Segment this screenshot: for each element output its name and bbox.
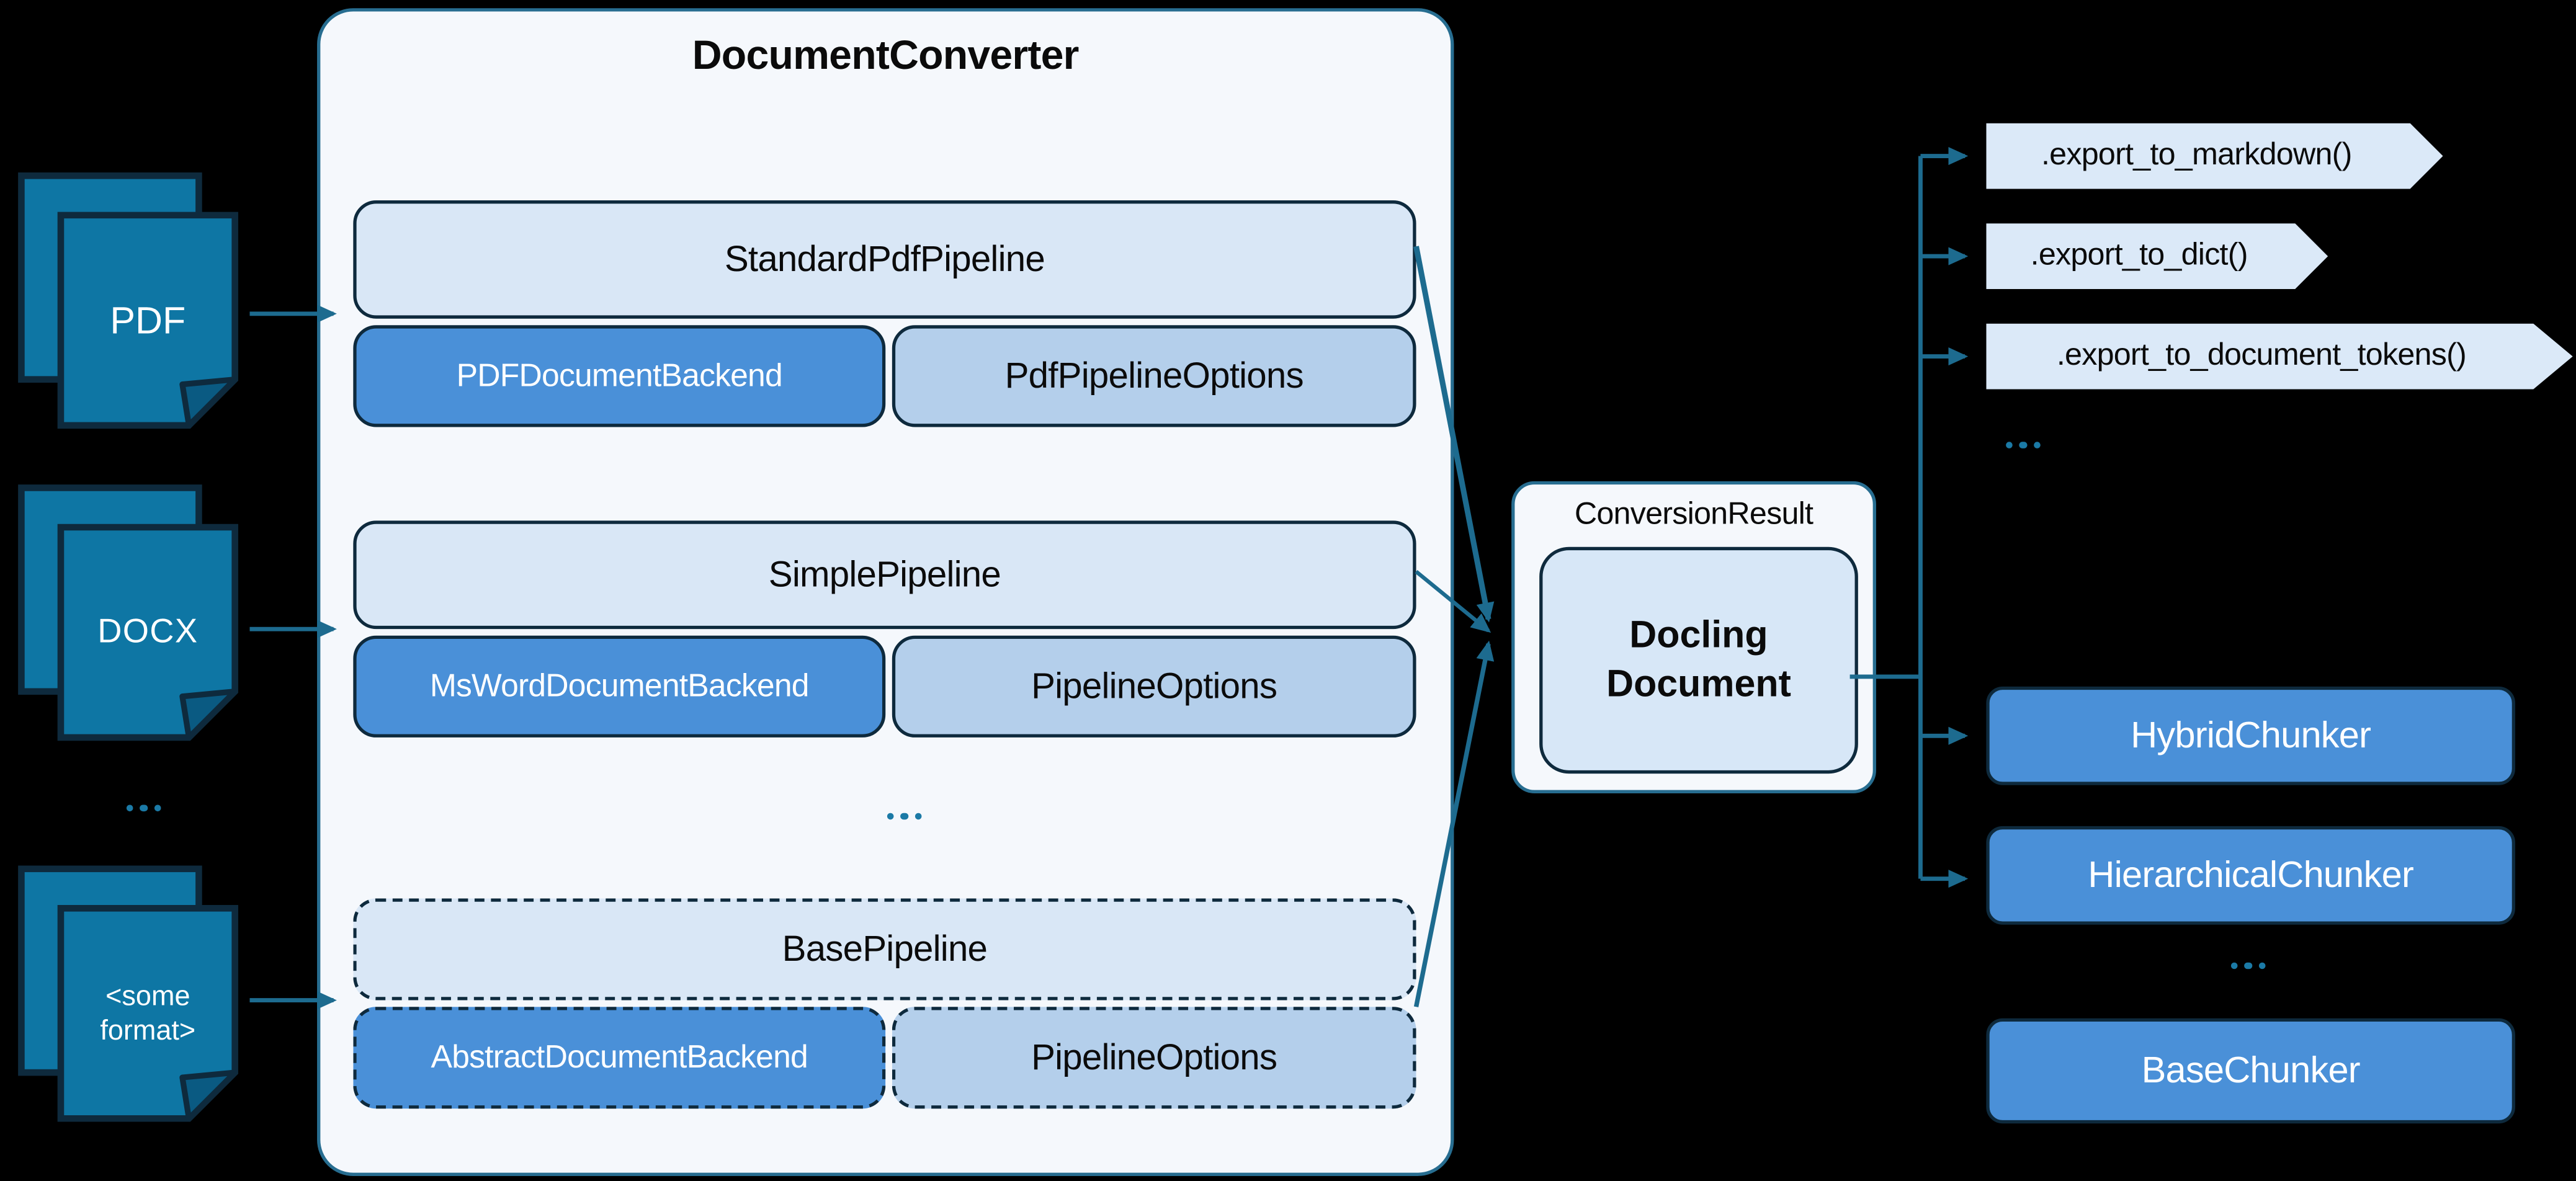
simple-pipeline-box: SimplePipeline [353,520,1416,630]
conversion-result-label: ConversionResult [1574,497,1813,532]
docling-document-line2: Document [1606,662,1791,705]
input-format-label: <some format> [100,980,196,1046]
docling-document-box: Docling Document [1539,546,1858,774]
exports-ellipsis [2006,442,2041,449]
hierarchical-chunker-box: HierarchicalChunker [1986,826,2516,925]
docling-document-line1: Docling [1629,612,1768,656]
input-format-label: PDF [110,298,186,341]
document-stack-icon [18,172,238,429]
chunkers-ellipsis [2230,962,2266,970]
document-stack-icon [18,865,238,1122]
document-converter-panel: DocumentConverter StandardPdfPipeline PD… [317,8,1454,1176]
pipeline-options-dashed-box: PipelineOptions [892,1007,1416,1109]
docx-documents-icon: DOCX [13,479,249,754]
standard-pdf-pipeline-box: StandardPdfPipeline [353,200,1416,319]
pipelines-ellipsis [887,813,922,821]
document-converter-title: DocumentConverter [692,32,1080,79]
inputs-ellipsis [126,804,161,813]
generic-format-documents-icon: <some format> [13,861,249,1135]
hybrid-chunker-box: HybridChunker [1986,686,2516,785]
input-format-label: DOCX [97,613,199,651]
base-pipeline-box: BasePipeline [353,898,1416,1001]
pipeline-options-box: PipelineOptions [892,635,1416,738]
conversion-result-panel: ConversionResult Docling Document [1511,481,1876,793]
document-stack-icon [18,484,238,741]
export-to-document-tokens-shape: .export_to_document_tokens() [1986,324,2572,390]
export-to-dict-shape: .export_to_dict() [1986,223,2328,289]
pdf-documents-icon: PDF [13,167,249,442]
pdf-pipeline-options-box: PdfPipelineOptions [892,325,1416,427]
export-to-markdown-shape: .export_to_markdown() [1986,123,2443,189]
base-chunker-box: BaseChunker [1986,1018,2516,1124]
msword-document-backend-box: MsWordDocumentBackend [353,635,886,738]
abstract-document-backend-box: AbstractDocumentBackend [353,1007,886,1109]
pdf-document-backend-box: PDFDocumentBackend [353,325,886,427]
